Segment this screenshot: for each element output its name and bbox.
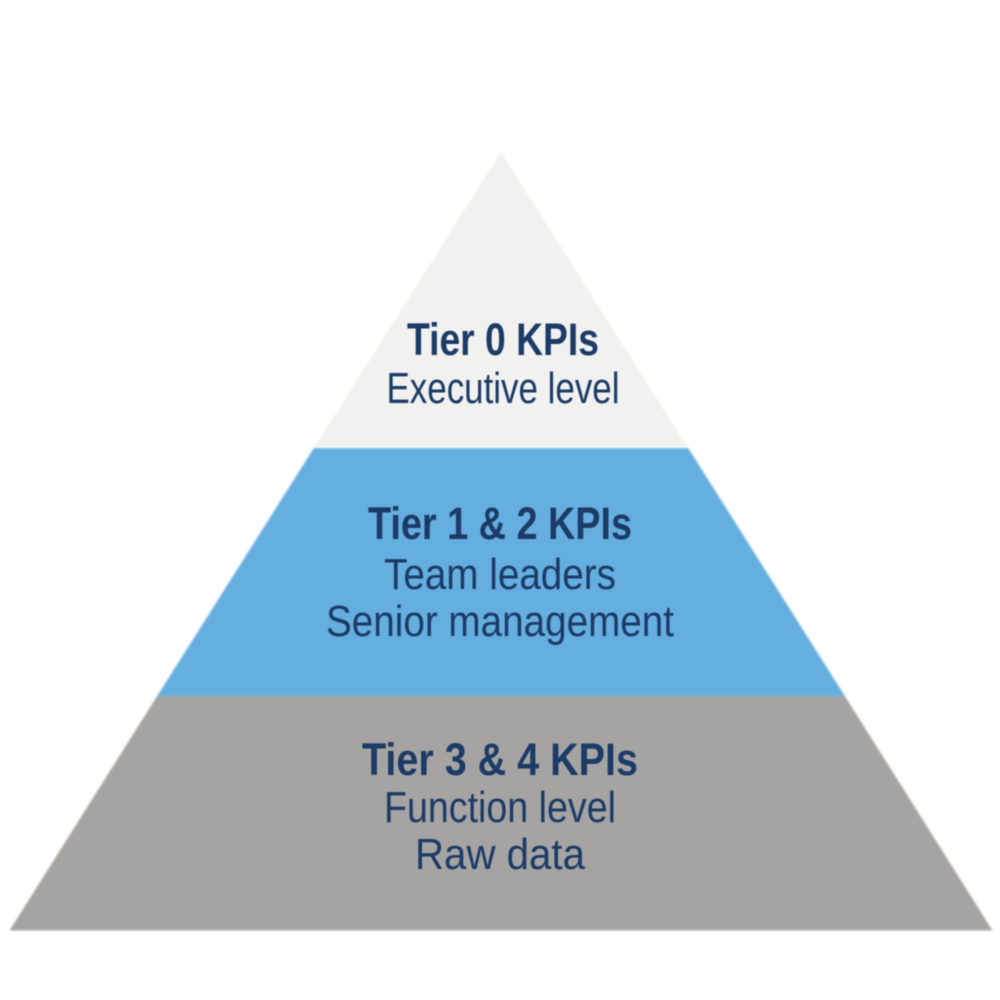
- svg-text:Raw data: Raw data: [415, 830, 585, 879]
- svg-text:Senior management: Senior management: [326, 597, 674, 646]
- svg-text:Executive level: Executive level: [387, 364, 620, 413]
- svg-text:Tier 0 KPIs: Tier 0 KPIs: [407, 314, 599, 365]
- svg-text:Tier 1 & 2 KPIs: Tier 1 & 2 KPIs: [368, 498, 632, 549]
- svg-text:Tier 3 & 4 KPIs: Tier 3 & 4 KPIs: [362, 734, 638, 785]
- svg-text:Function level: Function level: [384, 783, 616, 832]
- svg-text:Team leaders: Team leaders: [384, 550, 616, 599]
